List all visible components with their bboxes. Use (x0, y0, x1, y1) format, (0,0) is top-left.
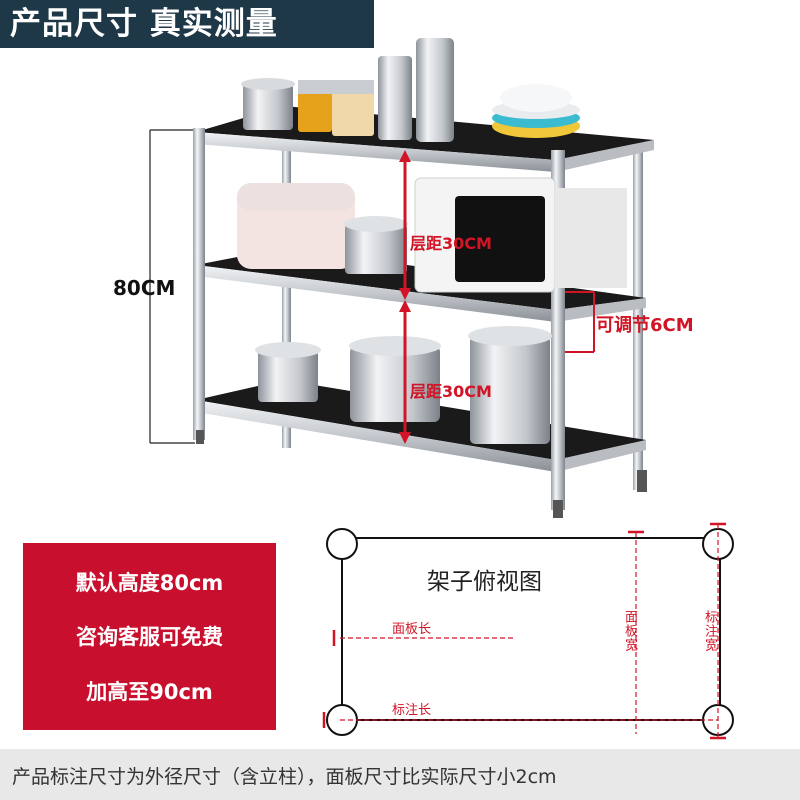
promo-line-2: 咨询客服可免费 (76, 625, 223, 649)
height-bracket (149, 129, 195, 444)
top-view-diagram (322, 522, 734, 740)
layer-gap-arrows (399, 150, 411, 444)
panel-length-label: 面板长 (392, 622, 432, 637)
footer-note: 产品标注尺寸为外径尺寸（含立柱），面板尺寸比实际尺寸小2cm (12, 766, 557, 788)
promo-box: 默认高度80cm 咨询客服可免费 加高至90cm (23, 543, 276, 730)
header-title: 产品尺寸 真实测量 (10, 6, 278, 42)
marked-width-label: 标注宽 (702, 610, 717, 652)
lower-layer-gap-label: 层距30CM (410, 382, 492, 401)
top-view-title: 架子俯视图 (427, 569, 542, 595)
promo-line-1: 默认高度80cm (75, 571, 224, 595)
shelf-illustration (149, 38, 654, 518)
panel-width-label: 面板宽 (622, 610, 637, 652)
adjust-bracket (565, 291, 595, 353)
upper-layer-gap-label: 层距30CM (410, 234, 492, 253)
promo-line-3: 加高至90cm (86, 680, 213, 704)
adjustable-label: 可调节6CM (596, 315, 694, 336)
footer-note-bar: 产品标注尺寸为外径尺寸（含立柱），面板尺寸比实际尺寸小2cm (0, 749, 800, 800)
marked-length-label: 标注长 (392, 703, 432, 718)
header-banner: 产品尺寸 真实测量 (0, 0, 374, 48)
total-height-label: 80CM (113, 276, 176, 300)
